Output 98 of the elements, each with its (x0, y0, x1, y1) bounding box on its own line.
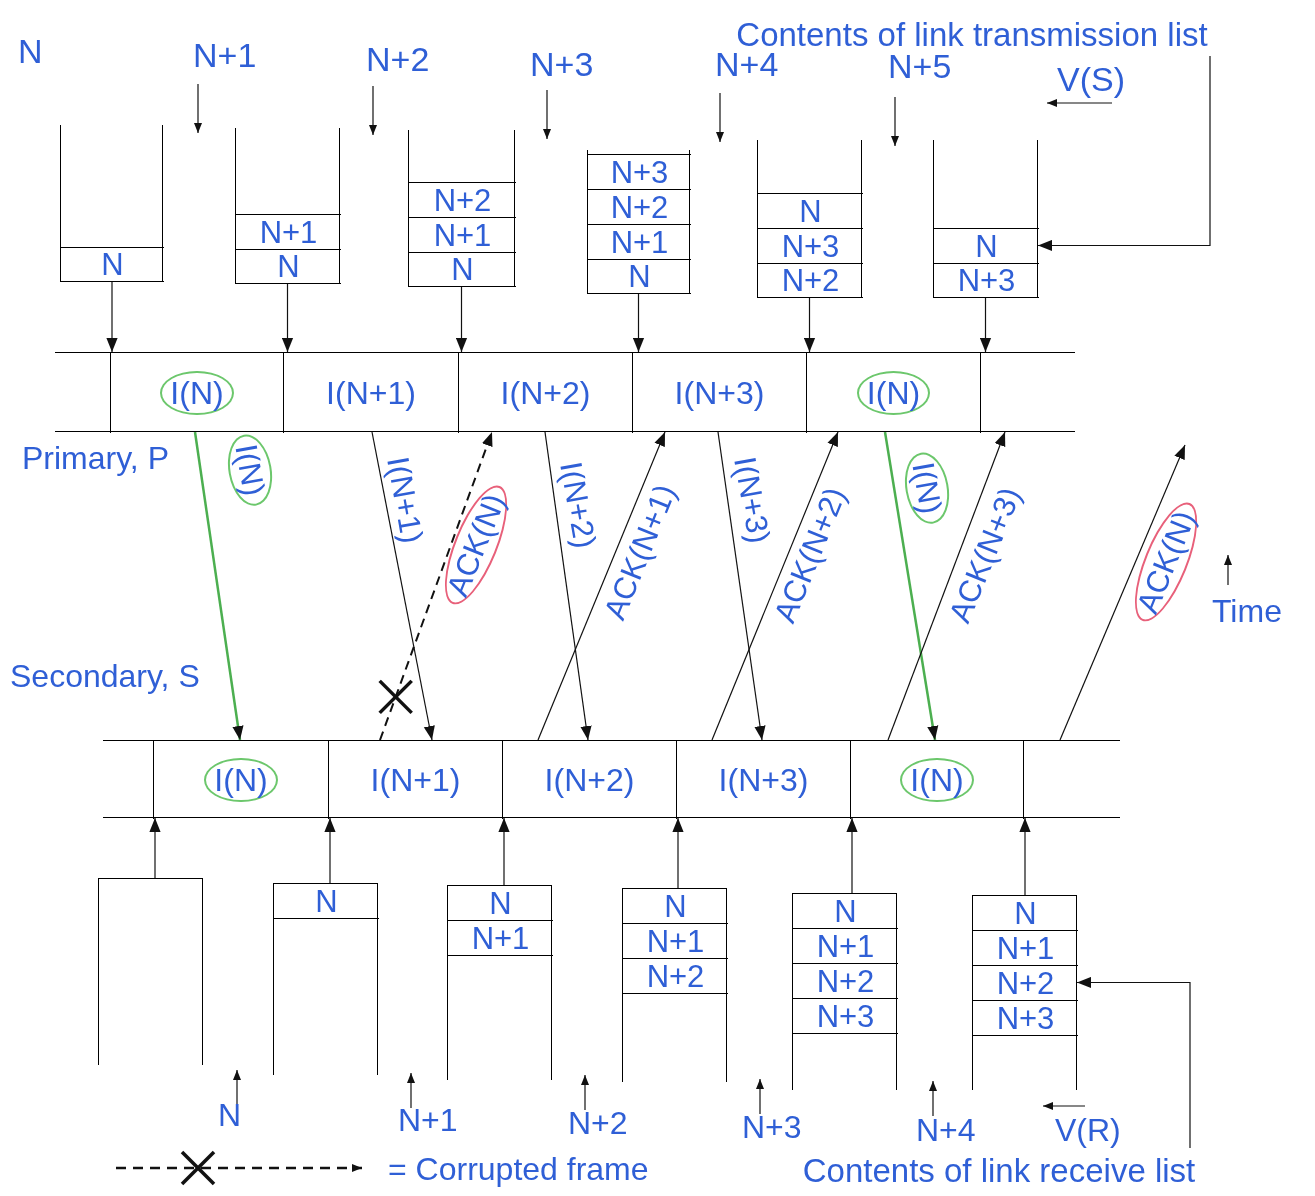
frame-slot: I(N+3) (632, 353, 806, 433)
frame-slot: I(N+1) (283, 353, 458, 433)
frame-slot: N+2 (409, 182, 516, 217)
text-label: N+1 (398, 1104, 458, 1136)
arrow (281, 283, 294, 353)
arrow (498, 817, 510, 886)
buffer-stack (933, 140, 1038, 298)
text-label: Secondary, S (10, 660, 200, 692)
frame-slot: N (236, 249, 341, 284)
frame-slot: N+3 (973, 1001, 1078, 1036)
frame-slot: N (793, 894, 898, 929)
arrow (455, 286, 468, 353)
frame-slot: N+3 (793, 999, 898, 1034)
buffer-stack (60, 125, 163, 282)
text-label: N+4 (715, 47, 779, 81)
frame-slot: N+3 (758, 228, 863, 263)
text-label: V(R) (1055, 1114, 1121, 1146)
buffer-stack (622, 888, 727, 1082)
frame-slot: N+1 (973, 931, 1078, 966)
text-label: Time (1212, 595, 1282, 627)
frame-slot: N+1 (623, 924, 728, 959)
leader-line (1076, 976, 1191, 1149)
frame-slot: N+1 (448, 921, 553, 956)
frame-slot: N+2 (793, 964, 898, 999)
text-label: N (18, 34, 43, 68)
frame-slot: N (758, 193, 863, 228)
buffer-stack (98, 878, 203, 1065)
arrow (1059, 444, 1186, 741)
frame-slot: N (934, 228, 1039, 263)
buffer-stack (587, 150, 690, 294)
arrow (106, 281, 118, 353)
frame-slot: N+1 (236, 214, 341, 249)
text-label: N+2 (366, 42, 430, 76)
arrow (883, 431, 939, 741)
arrow (803, 297, 816, 353)
arrow (371, 431, 435, 741)
frame-slot: N (61, 247, 164, 282)
frame-slot: N+3 (588, 154, 691, 189)
buffer-stack (972, 895, 1077, 1090)
text-label: N+4 (916, 1114, 976, 1146)
leader-line (1037, 55, 1211, 252)
frame-slot: N+1 (409, 217, 516, 252)
frame-slot: N+2 (758, 263, 863, 298)
frame-slot: N (409, 252, 516, 287)
circled-frame-label: I(N) (204, 758, 278, 802)
text-label: N+2 (568, 1107, 628, 1139)
frame-slot: N (448, 886, 553, 921)
arrow (711, 431, 839, 741)
arrow (672, 817, 684, 889)
arrow (717, 431, 766, 741)
text-label: Primary, P (22, 442, 169, 474)
buffer-stack (757, 140, 862, 298)
edge-label: I(N+1) (379, 453, 431, 548)
frame-slot: N+2 (588, 189, 691, 224)
arrow (887, 431, 1006, 741)
frame-slot: N+1 (588, 224, 691, 259)
text-label: V(S) (1057, 62, 1125, 96)
frame-slot: N+1 (793, 929, 898, 964)
text-label: N+1 (193, 38, 257, 72)
frame-slot: N (623, 889, 728, 924)
arrow (979, 297, 992, 353)
arrow (379, 431, 493, 741)
timeline-band (55, 352, 1075, 432)
arrow (324, 817, 336, 884)
arrow (846, 817, 858, 894)
buffer-stack (408, 130, 515, 287)
timeline-band (103, 740, 1120, 818)
frame-slot: N+3 (934, 263, 1039, 298)
arrow (632, 293, 645, 353)
edge-label: I(N+2) (552, 458, 604, 553)
arrow (193, 431, 244, 741)
arrow (544, 431, 592, 741)
circled-frame-label: I(N) (160, 371, 234, 415)
frame-slot: N (973, 896, 1078, 931)
text-label: N+3 (742, 1111, 802, 1143)
frame-slot: N+2 (973, 966, 1078, 1001)
frame-slot: I(N+1) (328, 741, 502, 819)
buffer-stack (447, 885, 552, 1080)
circled-frame-label: I(N) (856, 371, 931, 415)
buffer-stack (235, 128, 340, 284)
frame-slot: N (274, 884, 379, 919)
frame-slot: I(N+2) (502, 741, 676, 819)
legend-label: = Corrupted frame (388, 1153, 649, 1185)
buffer-stack (792, 893, 897, 1090)
text-label: N+5 (888, 49, 952, 83)
frame-slot: N+2 (623, 959, 728, 994)
arrow (149, 817, 161, 879)
frame-slot: N (588, 259, 691, 294)
arrow (537, 431, 666, 741)
edge-label: I(N+3) (726, 453, 777, 546)
text-label: N (218, 1099, 242, 1131)
arrow (1019, 817, 1031, 896)
frame-slot: I(N+2) (458, 353, 632, 433)
text-label: N+3 (530, 47, 594, 81)
circled-frame-label: I(N) (900, 758, 974, 802)
frame-slot: I(N+3) (676, 741, 850, 819)
list-caption: Contents of link receive list (760, 1148, 1238, 1192)
buffer-stack (273, 883, 378, 1075)
